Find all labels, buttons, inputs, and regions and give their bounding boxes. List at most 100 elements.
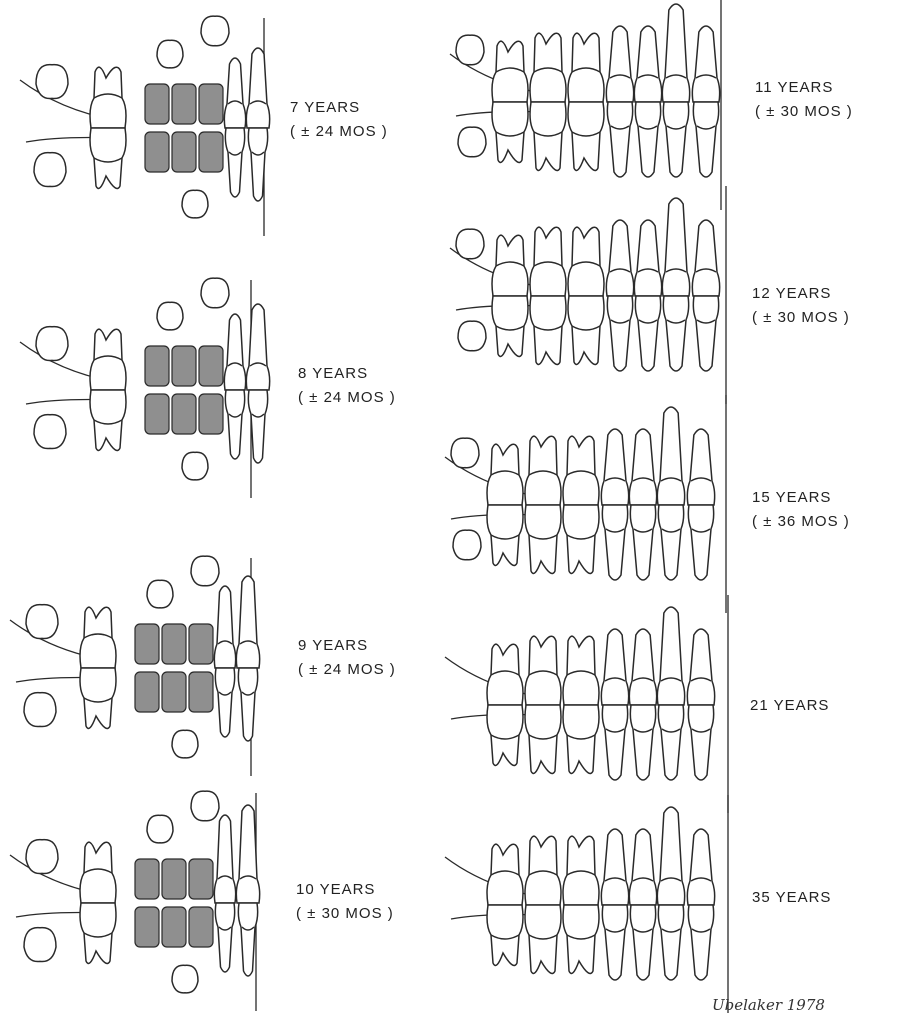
canine-bud-upper: [201, 278, 229, 308]
molar-lower: [568, 296, 604, 364]
deciduous-tooth: [135, 672, 159, 712]
deciduous-tooth: [162, 907, 186, 947]
molar-bud-lower: [24, 693, 56, 727]
third-molar-upper: [487, 644, 523, 705]
molar-bud-lower: [34, 153, 66, 187]
premolar-upper: [601, 629, 628, 705]
molar-lower: [563, 905, 599, 973]
dentition-stage: [20, 278, 270, 498]
incisor-upper: [214, 586, 235, 668]
stage-label: 7 YEARS ( ± 24 MOS ): [290, 99, 388, 140]
premolar-upper: [692, 26, 719, 102]
incisor-lower: [635, 296, 660, 371]
stage-age: 21 YEARS: [750, 697, 829, 714]
deciduous-tooth: [172, 394, 196, 434]
incisor-lower: [602, 705, 627, 780]
deciduous-tooth: [189, 907, 213, 947]
stage-label: 8 YEARS( ± 24 MOS ): [298, 365, 396, 406]
dentition-stage: [445, 395, 726, 613]
incisor-lower: [215, 668, 234, 737]
stage-age: 15 YEARS: [752, 489, 831, 506]
deciduous-tooth: [172, 132, 196, 172]
canine-upper: [246, 48, 269, 128]
stage-age: 11 YEARS: [755, 79, 833, 96]
incisor-upper: [214, 815, 235, 903]
deciduous-tooth: [145, 346, 169, 386]
incisor-lower: [607, 296, 632, 371]
incisor-lower: [630, 705, 655, 780]
first-molar-lower: [80, 903, 116, 963]
stage-range: ( ± 24 MOS ): [290, 123, 388, 140]
stage-age: 9 YEARS: [298, 637, 368, 654]
third-molar-bud-lower: [453, 530, 481, 560]
deciduous-tooth: [199, 84, 223, 124]
stage-label: 35 YEARS: [752, 889, 831, 906]
incisor-lower: [225, 128, 244, 197]
incisor-lower: [607, 102, 632, 177]
canine-bud-upper: [191, 556, 219, 586]
canine-upper: [657, 407, 684, 505]
canine-lower: [658, 705, 683, 780]
molar-upper: [530, 33, 566, 102]
incisor-lower: [225, 390, 244, 459]
molar-bud-lower: [24, 928, 56, 962]
incisor-lower: [238, 903, 257, 976]
deciduous-tooth: [145, 84, 169, 124]
third-molar-upper: [487, 444, 523, 505]
incisor-lower: [215, 903, 234, 972]
third-molar-bud-lower: [458, 127, 486, 157]
first-molar-upper: [90, 329, 126, 390]
premolar-upper: [601, 829, 628, 905]
stage-range: ( ± 30 MOS ): [296, 905, 394, 922]
permanent-crown-bud: [147, 815, 173, 843]
molar-lower: [525, 905, 561, 973]
incisor-upper: [224, 58, 245, 128]
deciduous-tooth: [162, 624, 186, 664]
premolar-upper: [606, 220, 633, 296]
canine-lower: [663, 296, 688, 371]
incisor-lower: [248, 128, 267, 201]
molar-upper: [568, 33, 604, 102]
molar-bud-upper: [26, 840, 58, 874]
stage-age: 7 YEARS: [290, 99, 360, 116]
first-molar-lower: [90, 128, 126, 188]
premolar-upper: [634, 26, 661, 102]
molar-lower: [525, 705, 561, 773]
molar-lower: [530, 296, 566, 364]
premolar-upper: [629, 829, 656, 905]
canine-bud-upper: [201, 16, 229, 46]
dentition-stage: [10, 791, 260, 1011]
incisor-lower: [688, 905, 713, 980]
deciduous-tooth: [162, 672, 186, 712]
stage-age: 10 YEARS: [296, 881, 375, 898]
molar-lower: [563, 705, 599, 773]
deciduous-tooth: [189, 859, 213, 899]
stage-label: 15 YEARS( ± 36 MOS ): [752, 489, 850, 530]
first-molar-upper: [80, 607, 116, 668]
premolar-upper: [687, 629, 714, 705]
canine-upper: [246, 304, 269, 390]
molar-bud-upper: [36, 65, 68, 99]
premolar-upper: [606, 26, 633, 102]
stage-age: 8 YEARS: [298, 365, 368, 382]
canine-lower: [663, 102, 688, 177]
molar-upper: [530, 227, 566, 296]
incisor-lower: [630, 505, 655, 580]
third-molar-lower: [492, 102, 528, 162]
premolar-upper: [687, 429, 714, 505]
canine-lower: [658, 505, 683, 580]
stage-range: ( ± 30 MOS ): [755, 103, 853, 120]
canine-upper: [657, 807, 684, 905]
permanent-crown-bud: [157, 302, 183, 330]
stage-label: 21 YEARS: [750, 697, 829, 714]
deciduous-tooth: [172, 346, 196, 386]
permanent-crown-bud: [157, 40, 183, 68]
molar-upper: [525, 836, 561, 905]
molar-upper: [563, 636, 599, 705]
incisor-lower: [693, 102, 718, 177]
dentition-stage: [445, 795, 728, 1013]
molar-lower: [530, 102, 566, 170]
dentition-stage: [450, 0, 721, 210]
molar-upper: [568, 227, 604, 296]
deciduous-tooth: [199, 346, 223, 386]
